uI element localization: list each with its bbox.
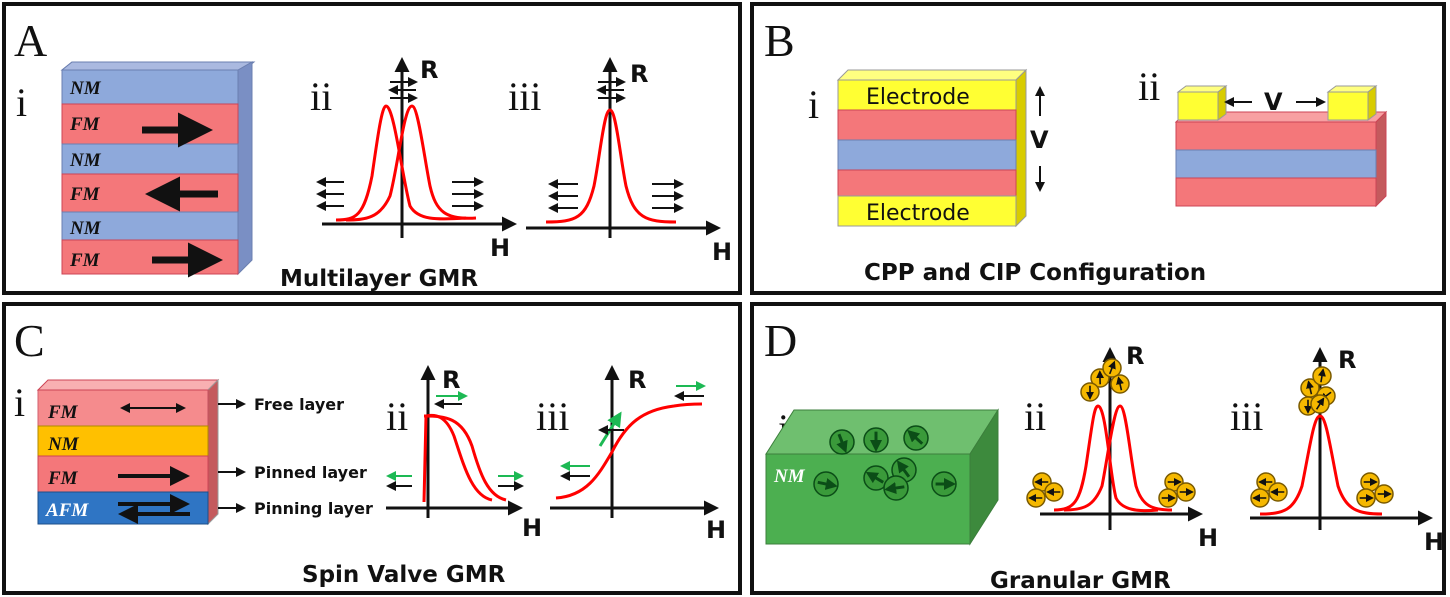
graph-iii: R H — [550, 365, 726, 544]
layer-label-nm: NM — [47, 434, 80, 455]
resistance-curve — [422, 413, 493, 503]
electrode-label-top: Electrode — [866, 85, 970, 110]
resistance-curve — [555, 402, 703, 500]
axis-label-h: H — [1424, 528, 1442, 556]
axis-label-r: R — [1338, 346, 1356, 374]
layer-label-nm: NM — [69, 78, 102, 99]
voltage-label: V — [1264, 88, 1283, 116]
resistance-curve — [345, 104, 477, 222]
axis-label-r: R — [628, 366, 646, 394]
panel-d: D i NM ii R H iii R H Granular GMR — [750, 302, 1446, 595]
axis-label-r: R — [1126, 342, 1144, 370]
pinning-layer-label: Pinning layer — [254, 499, 373, 518]
axis-label-h: H — [712, 238, 732, 266]
axis-label-r: R — [420, 56, 438, 84]
layer-label-afm: AFM — [45, 500, 89, 521]
axis-label-h: H — [490, 234, 510, 262]
axis-label-h: H — [1198, 524, 1218, 552]
resistance-curve — [1063, 404, 1173, 512]
panel-letter: A — [14, 15, 47, 66]
layer-label-fm: FM — [69, 184, 101, 205]
cip-stack: V — [1174, 85, 1388, 208]
panel-title: Granular GMR — [990, 568, 1171, 591]
graph-ii: R H — [386, 365, 542, 542]
panel-letter: B — [764, 15, 795, 66]
granular-block: NM — [765, 408, 999, 546]
panel-title: CPP and CIP Configuration — [864, 260, 1206, 286]
spin-valve-stack: FM NM FM AFM Free layer Pinned layer Pin… — [36, 378, 373, 526]
spin-particles — [1026, 358, 1394, 508]
panel-c: C i FM NM FM AFM Free layer Pinned layer… — [2, 302, 742, 595]
layer-label-fm: FM — [69, 114, 101, 135]
graph-ii: R H — [316, 56, 517, 262]
resistance-curve — [1259, 414, 1383, 516]
multilayer-stack: NM FM NM FM NM FM — [60, 61, 256, 278]
axis-label-r: R — [442, 366, 460, 394]
panel-b: B i Electrode Electrode V ii V CPP and C… — [750, 2, 1446, 295]
sub-label-ii: ii — [1024, 394, 1046, 439]
resistance-curve — [1053, 404, 1159, 513]
layer-label-nm: NM — [69, 218, 102, 239]
panel-a: A i NM FM NM FM NM FM ii R — [2, 2, 742, 295]
axis-label-r: R — [630, 60, 648, 88]
sub-label-iii: iii — [508, 74, 541, 119]
voltage-label: V — [1030, 126, 1049, 154]
panel-letter: C — [14, 315, 45, 366]
axis-label-h: H — [706, 516, 726, 544]
axis-label-h: H — [522, 514, 542, 542]
panel-title: Multilayer GMR — [280, 266, 478, 291]
sub-label-ii: ii — [386, 394, 408, 439]
layer-label-fm: FM — [47, 468, 79, 489]
sub-label-ii: ii — [310, 74, 332, 119]
layer-label-fm: FM — [47, 402, 79, 423]
pinned-layer-label: Pinned layer — [254, 463, 367, 482]
cpp-stack: Electrode Electrode V — [836, 68, 1049, 228]
free-layer-label: Free layer — [254, 395, 344, 414]
sub-label-i: i — [14, 380, 25, 425]
sub-label-iii: iii — [1230, 394, 1263, 439]
nm-label: NM — [773, 466, 806, 487]
layer-label-fm: FM — [69, 250, 101, 271]
resistance-curve — [423, 414, 507, 502]
panel-title: Spin Valve GMR — [302, 562, 506, 588]
resistance-curve — [335, 104, 467, 222]
sub-label-i: i — [808, 82, 819, 127]
graph-iii: R H — [1250, 346, 1442, 556]
sub-label-iii: iii — [536, 394, 569, 439]
panel-letter: D — [764, 315, 797, 366]
magnetic-grains — [813, 425, 957, 501]
electrode-label-bottom: Electrode — [866, 201, 970, 226]
graph-ii: R H — [1040, 342, 1218, 552]
graph-iii: R H — [526, 57, 732, 266]
sub-label-ii: ii — [1138, 64, 1160, 109]
resistance-curve — [545, 108, 677, 224]
layer-label-nm: NM — [69, 150, 102, 171]
sub-label-i: i — [16, 80, 27, 125]
